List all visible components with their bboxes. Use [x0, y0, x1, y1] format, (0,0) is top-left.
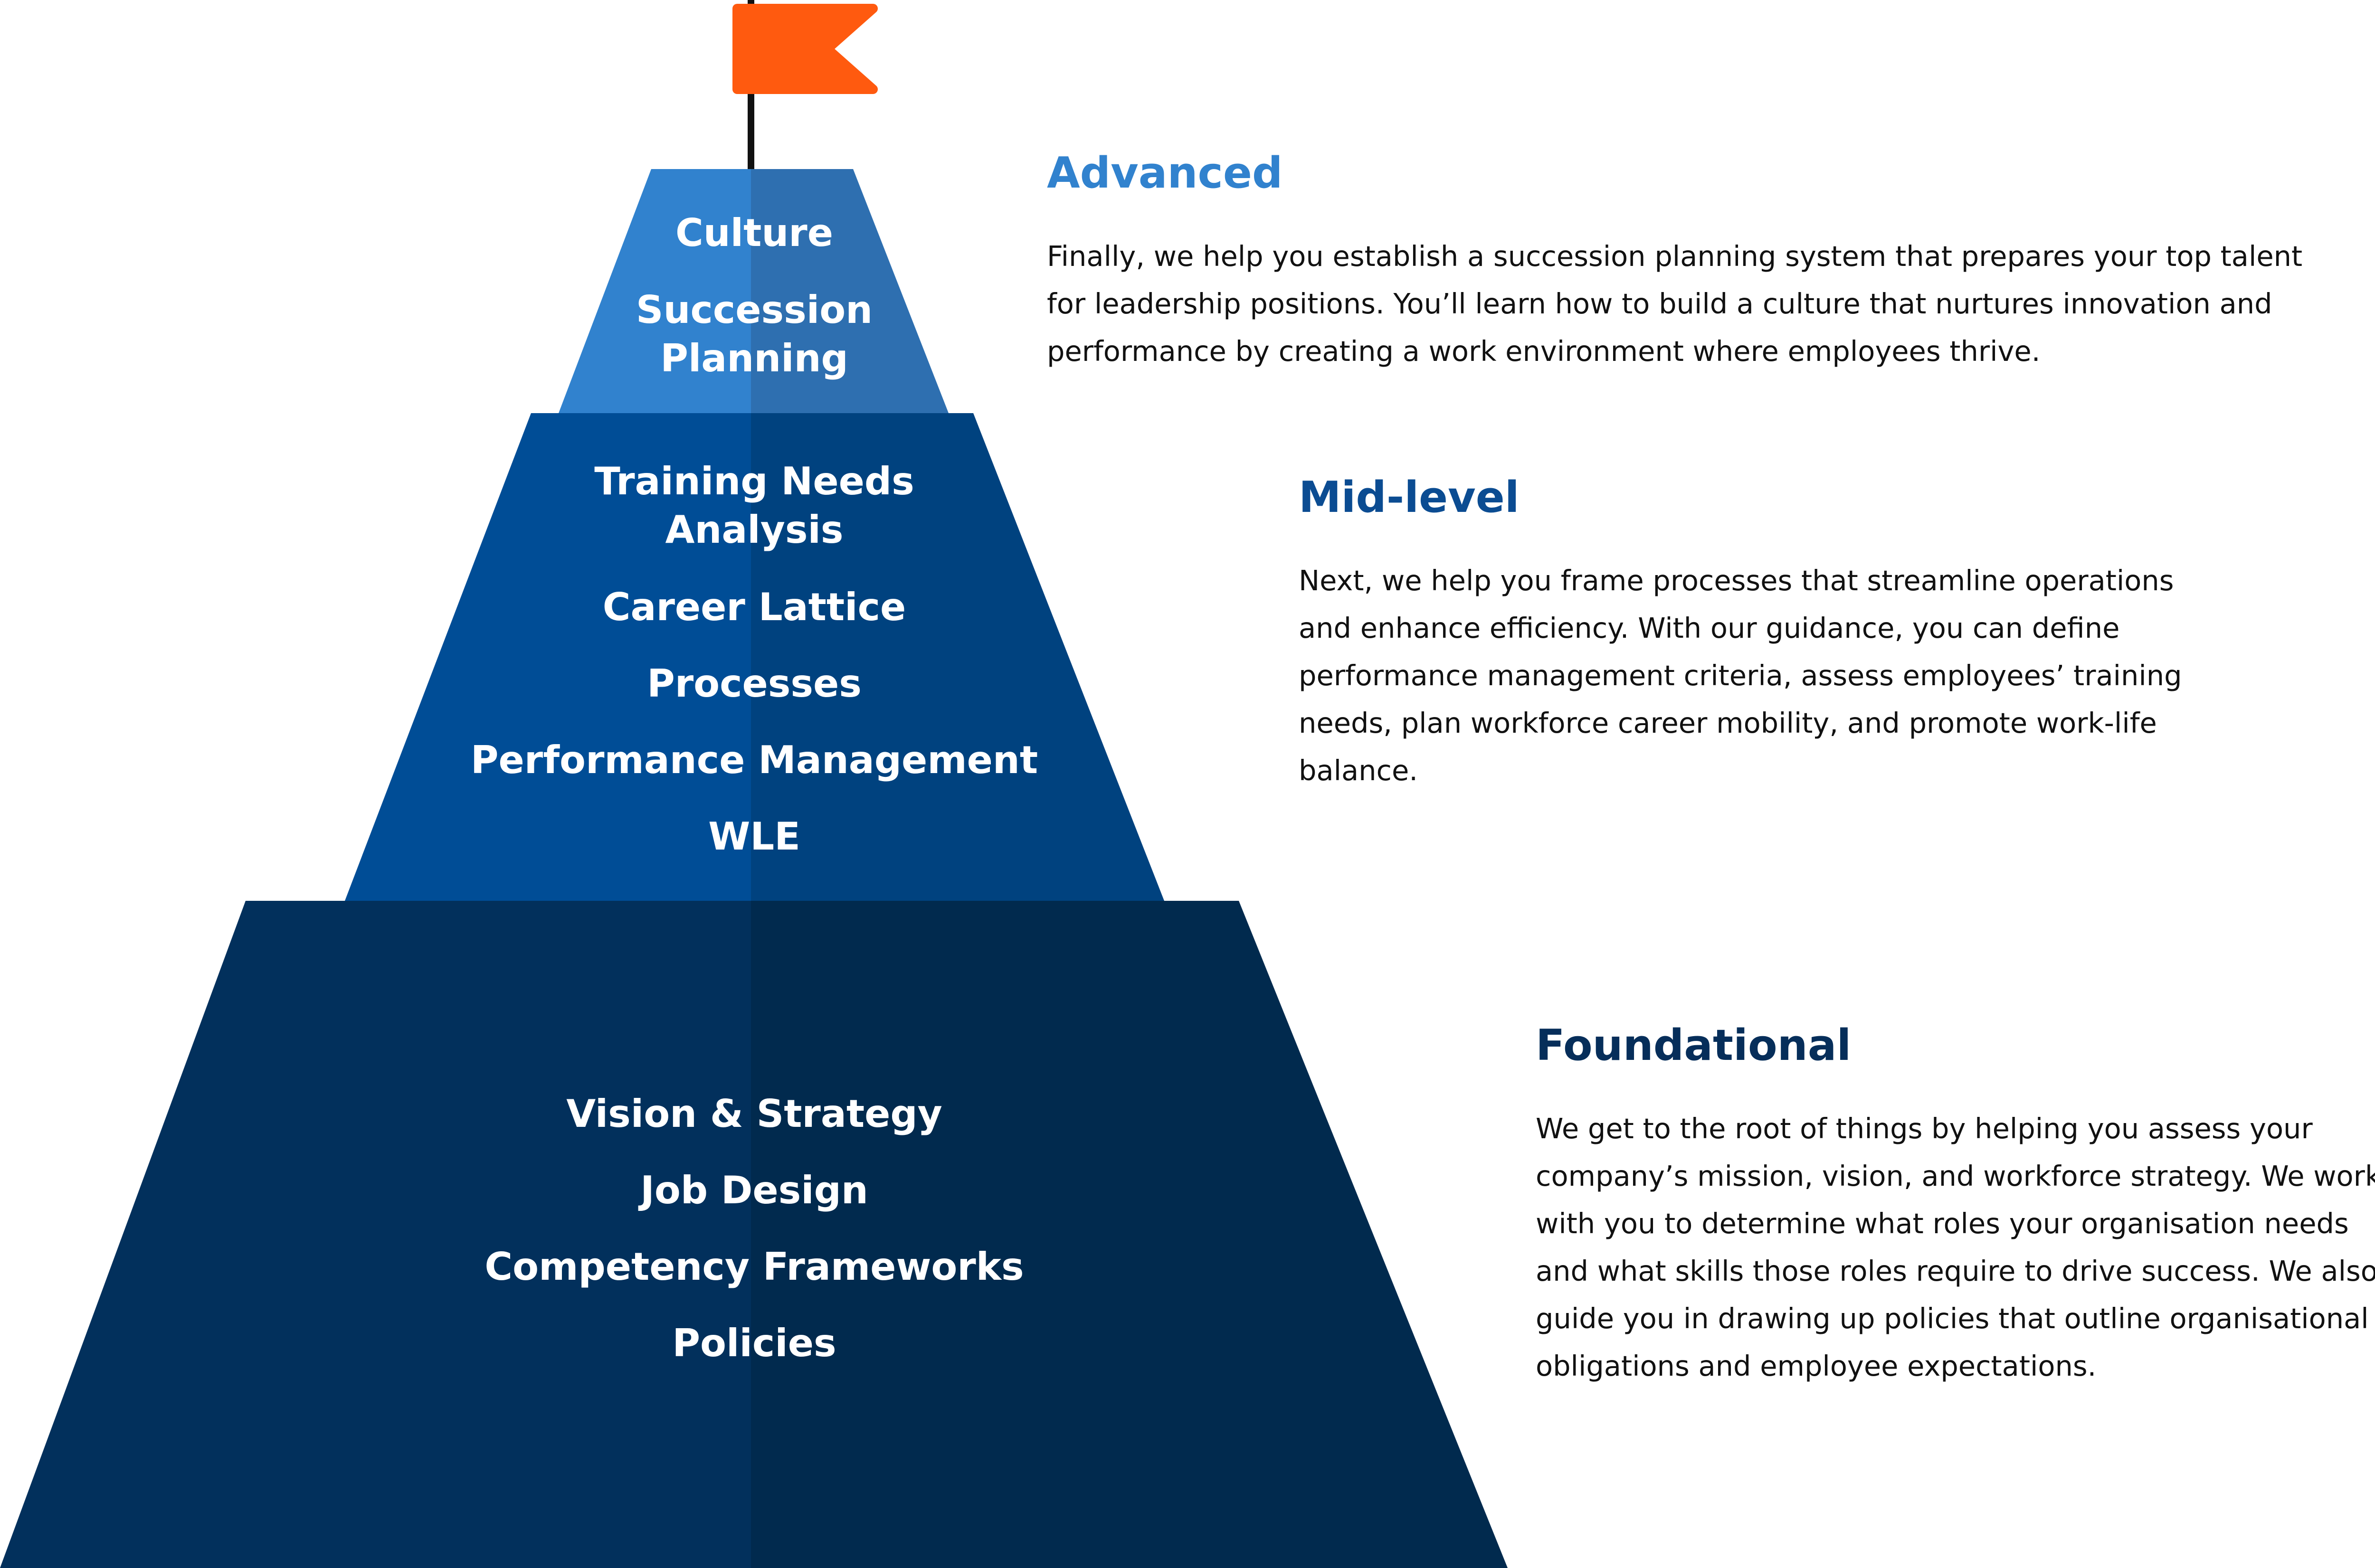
- foundational-heading: Foundational: [1536, 1020, 1852, 1070]
- tier-midlevel-right: [751, 413, 1164, 901]
- tier-foundational-right: [751, 901, 1508, 1568]
- tier-advanced-left: [559, 169, 751, 413]
- advanced-description-line: performance by creating a work environme…: [1047, 335, 2041, 368]
- foundational-item-competency-frameworks: Competency Frameworks: [484, 1245, 1024, 1289]
- midlevel-item-wle: WLE: [708, 814, 800, 859]
- tier-midlevel: [345, 413, 1164, 901]
- midlevel-description-line: Next, we help you frame processes that s…: [1299, 564, 2174, 597]
- foundational-description-line: guide you in drawing up policies that ou…: [1536, 1302, 2369, 1335]
- midlevel-item-line-2: Analysis: [665, 508, 844, 552]
- advanced-item-succession-planning: Succession Planning: [636, 286, 873, 383]
- midlevel-description-line: and enhance efficiency. With our guidanc…: [1299, 612, 2120, 644]
- midlevel-heading: Mid-level: [1299, 472, 1520, 522]
- advanced-item-line-1: Succession: [636, 288, 873, 332]
- midlevel-item-career-lattice: Career Lattice: [602, 585, 906, 629]
- foundational-description-line: company’s mission, vision, and workforce…: [1536, 1160, 2375, 1192]
- tier-foundational-left: [0, 901, 751, 1568]
- midlevel-item-line-1: Training Needs: [594, 459, 914, 503]
- tier-midlevel-left: [345, 413, 751, 901]
- foundational-item-policies: Policies: [672, 1321, 836, 1365]
- foundational-description: We get to the root of things by helping …: [1536, 1105, 2375, 1390]
- flag-icon: [732, 4, 878, 94]
- tier-foundational: [0, 901, 1508, 1568]
- foundational-description-line: We get to the root of things by helping …: [1536, 1112, 2313, 1145]
- tier-advanced: [559, 169, 949, 413]
- foundational-description-line: with you to determine what roles your or…: [1536, 1207, 2349, 1240]
- midlevel-description-line: balance.: [1299, 754, 1418, 787]
- midlevel-description: Next, we help you frame processes that s…: [1299, 557, 2182, 794]
- foundational-description-line: obligations and employee expectations.: [1536, 1350, 2097, 1382]
- advanced-description-line: Finally, we help you establish a success…: [1047, 240, 2303, 273]
- advanced-item-culture: Culture: [675, 211, 833, 255]
- midlevel-item-processes: Processes: [647, 661, 862, 706]
- advanced-description-line: for leadership positions. You’ll learn h…: [1047, 287, 2272, 320]
- midlevel-description-line: performance management criteria, assess …: [1299, 659, 2182, 692]
- midlevel-description-line: needs, plan workforce career mobility, a…: [1299, 707, 2157, 739]
- midlevel-item-performance-management: Performance Management: [470, 738, 1038, 782]
- tier-advanced-right: [751, 169, 949, 413]
- foundational-item-job-design: Job Design: [640, 1168, 868, 1212]
- advanced-item-line-2: Planning: [660, 336, 848, 380]
- foundational-item-vision-strategy: Vision & Strategy: [566, 1092, 942, 1136]
- foundational-description-line: and what skills those roles require to d…: [1536, 1255, 2375, 1287]
- advanced-description: Finally, we help you establish a success…: [1047, 233, 2302, 375]
- advanced-heading: Advanced: [1047, 148, 1283, 198]
- midlevel-item-training-needs-analysis: Training Needs Analysis: [594, 457, 914, 554]
